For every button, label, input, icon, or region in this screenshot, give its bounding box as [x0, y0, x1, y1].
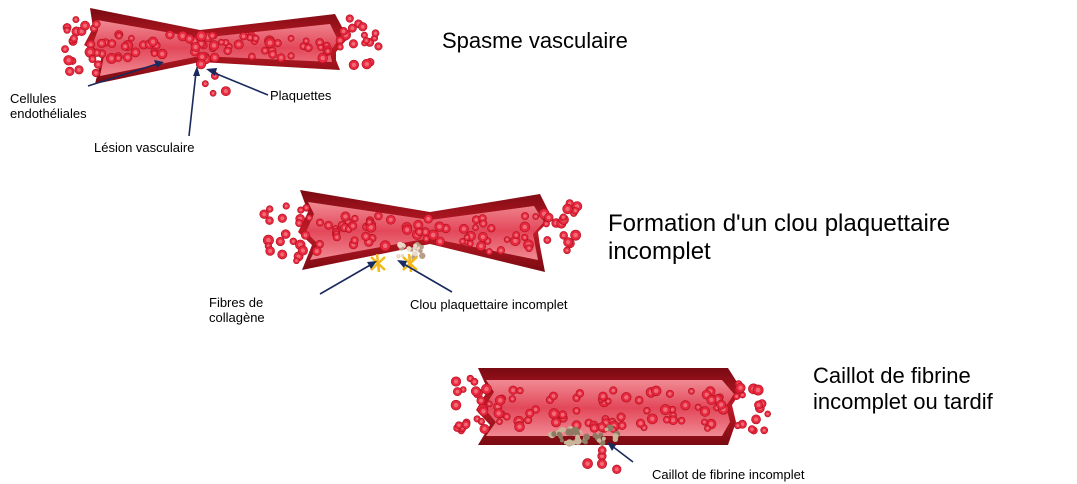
- stage-1-title: Spasme vasculaire: [442, 28, 628, 54]
- label-vascular-lesion: Lésion vasculaire: [94, 141, 194, 156]
- arrow-plug: [397, 260, 452, 292]
- vessel-stage-2: [260, 190, 582, 272]
- arrow-collagen: [320, 261, 377, 294]
- label-endothelial-cells: Cellules endothéliales: [10, 92, 87, 122]
- label-incomplete-platelet-plug: Clou plaquettaire incomplet: [410, 298, 568, 313]
- label-collagen-fibers: Fibres de collagène: [209, 296, 265, 326]
- arrow-lesion: [189, 66, 200, 136]
- label-incomplete-fibrin-clot: Caillot de fibrine incomplet: [652, 468, 804, 483]
- vessel-stage-1: [61, 8, 382, 96]
- vessel-stage-3: [451, 368, 771, 474]
- stage-3-title: Caillot de fibrine incomplet ou tardif: [813, 363, 993, 416]
- label-platelets: Plaquettes: [270, 89, 331, 104]
- stage-2-title: Formation d'un clou plaquettaire incompl…: [608, 210, 950, 267]
- collagen-fibers: [371, 254, 417, 272]
